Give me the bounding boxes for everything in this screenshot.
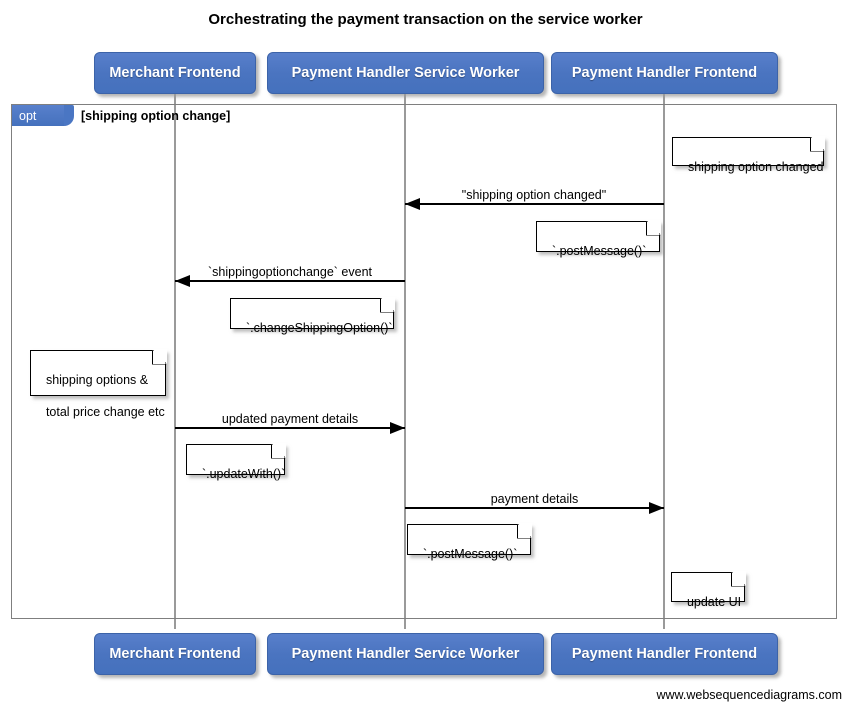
note-text: `.postMessage()`	[551, 244, 647, 258]
arrowhead-right-icon	[390, 422, 405, 434]
note-text: `.updateWith()`	[201, 467, 286, 481]
note-text: `.postMessage()`	[422, 547, 518, 561]
lifeline-merchant-frontend	[174, 94, 176, 629]
note-text-line-2: total price change etc	[45, 405, 165, 419]
message-label-payment-details: payment details	[490, 492, 579, 506]
note-shipping-option-changed: shipping option changed	[672, 136, 825, 174]
lifeline-payment-handler-service-worker	[404, 94, 406, 629]
note-update-ui: update UI	[671, 571, 746, 609]
note-post-message-1: `.postMessage()`	[536, 220, 661, 258]
arrowhead-right-icon	[649, 502, 664, 514]
note-post-message-2: `.postMessage()`	[407, 523, 532, 561]
note-text: update UI	[686, 595, 742, 609]
note-text-line-1: shipping options &	[45, 373, 149, 387]
fragment-opt-tag-label: opt	[19, 108, 37, 123]
watermark-credit: www.websequencediagrams.com	[656, 688, 842, 702]
message-label-updated-payment-details: updated payment details	[221, 412, 359, 426]
fragment-opt-guard: [shipping option change]	[81, 109, 231, 123]
participant-payment-handler-frontend-bottom[interactable]: Payment Handler Frontend	[551, 633, 778, 675]
note-text: `.changeShippingOption()`	[245, 321, 393, 335]
participant-label: Payment Handler Frontend	[571, 646, 758, 662]
participant-payment-handler-service-worker-top[interactable]: Payment Handler Service Worker	[267, 52, 544, 94]
note-update-with: `.updateWith()`	[186, 443, 286, 481]
page-title: Orchestrating the payment transaction on…	[208, 11, 643, 28]
lifeline-payment-handler-frontend	[663, 94, 665, 629]
participant-label: Merchant Frontend	[109, 65, 241, 81]
message-label-shippingoptionchange-event: `shippingoptionchange` event	[207, 265, 372, 279]
note-change-shipping-option: `.changeShippingOption()`	[230, 297, 395, 335]
participant-label: Payment Handler Frontend	[571, 65, 758, 81]
participant-label: Payment Handler Service Worker	[291, 65, 520, 81]
message-label-shipping-option-changed: "shipping option changed"	[461, 188, 607, 202]
message-line-shippingoptionchange-event	[175, 280, 405, 282]
participant-payment-handler-service-worker-bottom[interactable]: Payment Handler Service Worker	[267, 633, 544, 675]
fragment-opt-tag: opt	[12, 105, 74, 126]
participant-merchant-frontend-bottom[interactable]: Merchant Frontend	[94, 633, 256, 675]
message-line-payment-details	[405, 507, 664, 509]
participant-label: Merchant Frontend	[109, 646, 241, 662]
message-line-shipping-option-changed	[405, 203, 664, 205]
arrowhead-left-icon	[175, 275, 190, 287]
participant-payment-handler-frontend-top[interactable]: Payment Handler Frontend	[551, 52, 778, 94]
message-line-updated-payment-details	[175, 427, 405, 429]
note-text: shipping option changed	[687, 160, 824, 174]
note-shipping-options-total-price: shipping options & total price change et…	[30, 349, 167, 419]
participant-label: Payment Handler Service Worker	[291, 646, 520, 662]
fragment-opt-frame	[11, 104, 837, 619]
participant-merchant-frontend-top[interactable]: Merchant Frontend	[94, 52, 256, 94]
arrowhead-left-icon	[405, 198, 420, 210]
